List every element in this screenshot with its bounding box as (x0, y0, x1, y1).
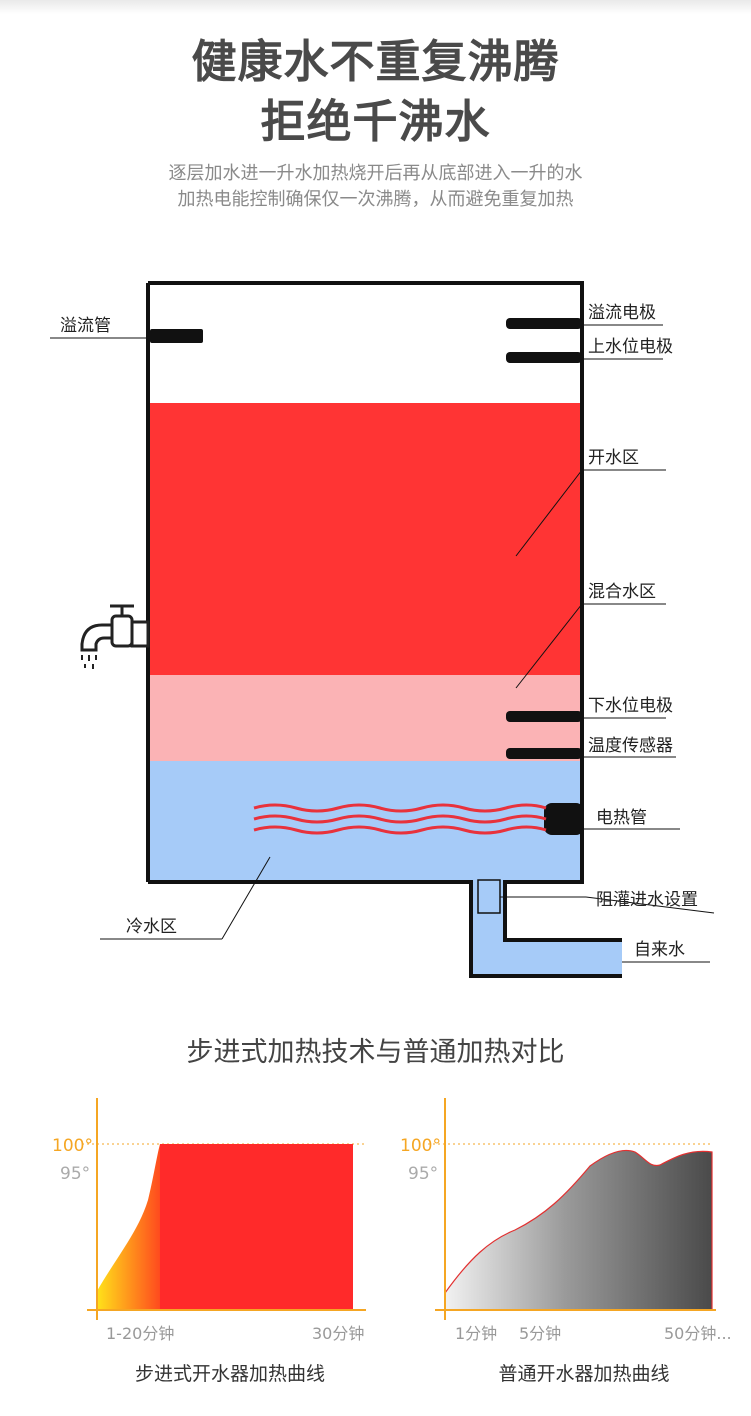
comparison-title: 步进式加热技术与普通加热对比 (186, 1037, 565, 1068)
label-overflow-pipe: 溢流管 (60, 316, 111, 336)
subtitle-line-1: 逐层加水进一升水加热烧开后再从底部进入一升的水 (168, 163, 583, 184)
normal-x-tick-1: 1分钟 (455, 1324, 498, 1343)
temp-sensor (506, 748, 582, 759)
inlet-horizontal-water (506, 940, 622, 974)
overflow-electrode (506, 318, 582, 329)
step-ramp (97, 1144, 160, 1310)
step-x-tick-2: 30分钟 (312, 1324, 365, 1343)
step-heating-chart (82, 1098, 366, 1320)
normal-x-tick-2: 5分钟 (519, 1324, 562, 1343)
faucet-icon (80, 604, 150, 669)
label-cold-zone: 冷水区 (126, 917, 177, 937)
label-anti-backflow: 阻灌进水设置 (596, 890, 698, 910)
normal-heating-chart (428, 1098, 716, 1320)
normal-y-tick-95: 95° (408, 1164, 439, 1184)
title-line-1: 健康水不重复沸腾 (191, 35, 560, 88)
title-line-2: 拒绝千沸水 (260, 95, 491, 148)
step-y-tick-100: 100° (52, 1136, 93, 1156)
label-temp-sensor: 温度传感器 (588, 736, 673, 756)
lower-level-electrode (506, 711, 582, 722)
water-heater-diagram (50, 281, 715, 978)
label-boiling-zone: 开水区 (588, 448, 639, 468)
inlet-pipe-inner (503, 880, 622, 942)
label-mixed-zone: 混合水区 (588, 582, 656, 602)
step-x-tick-1: 1-20分钟 (106, 1324, 175, 1343)
tank-outline (148, 281, 584, 884)
normal-curve (444, 1149, 713, 1311)
leader-lines (50, 324, 715, 963)
top-fade (0, 0, 751, 14)
step-plateau (160, 1144, 353, 1310)
boiling-water-zone (150, 403, 580, 675)
label-overflow-electrode: 溢流电极 (588, 303, 656, 323)
label-heating-tube: 电热管 (596, 808, 647, 828)
step-chart-caption: 步进式开水器加热曲线 (134, 1363, 325, 1385)
subtitle-line-2: 加热电能控制确保仅一次沸腾，从而避免重复加热 (177, 189, 574, 210)
label-tap-water: 自来水 (634, 940, 685, 960)
normal-x-tick-3: 50分钟... (664, 1324, 732, 1343)
label-lower-level-electrode: 下水位电极 (588, 696, 673, 716)
normal-y-tick-100: 100° (400, 1136, 441, 1156)
step-y-tick-95: 95° (60, 1164, 91, 1184)
inlet-pipe-outer (469, 880, 622, 978)
normal-chart-caption: 普通开水器加热曲线 (498, 1363, 670, 1385)
comparison-charts (82, 1098, 716, 1320)
overflow-pipe (150, 329, 203, 343)
heating-tube-head (544, 803, 584, 835)
upper-level-electrode (506, 352, 582, 363)
heating-coil (253, 803, 547, 835)
cold-water-zone (150, 761, 580, 881)
label-upper-level-electrode: 上水位电极 (588, 337, 673, 357)
